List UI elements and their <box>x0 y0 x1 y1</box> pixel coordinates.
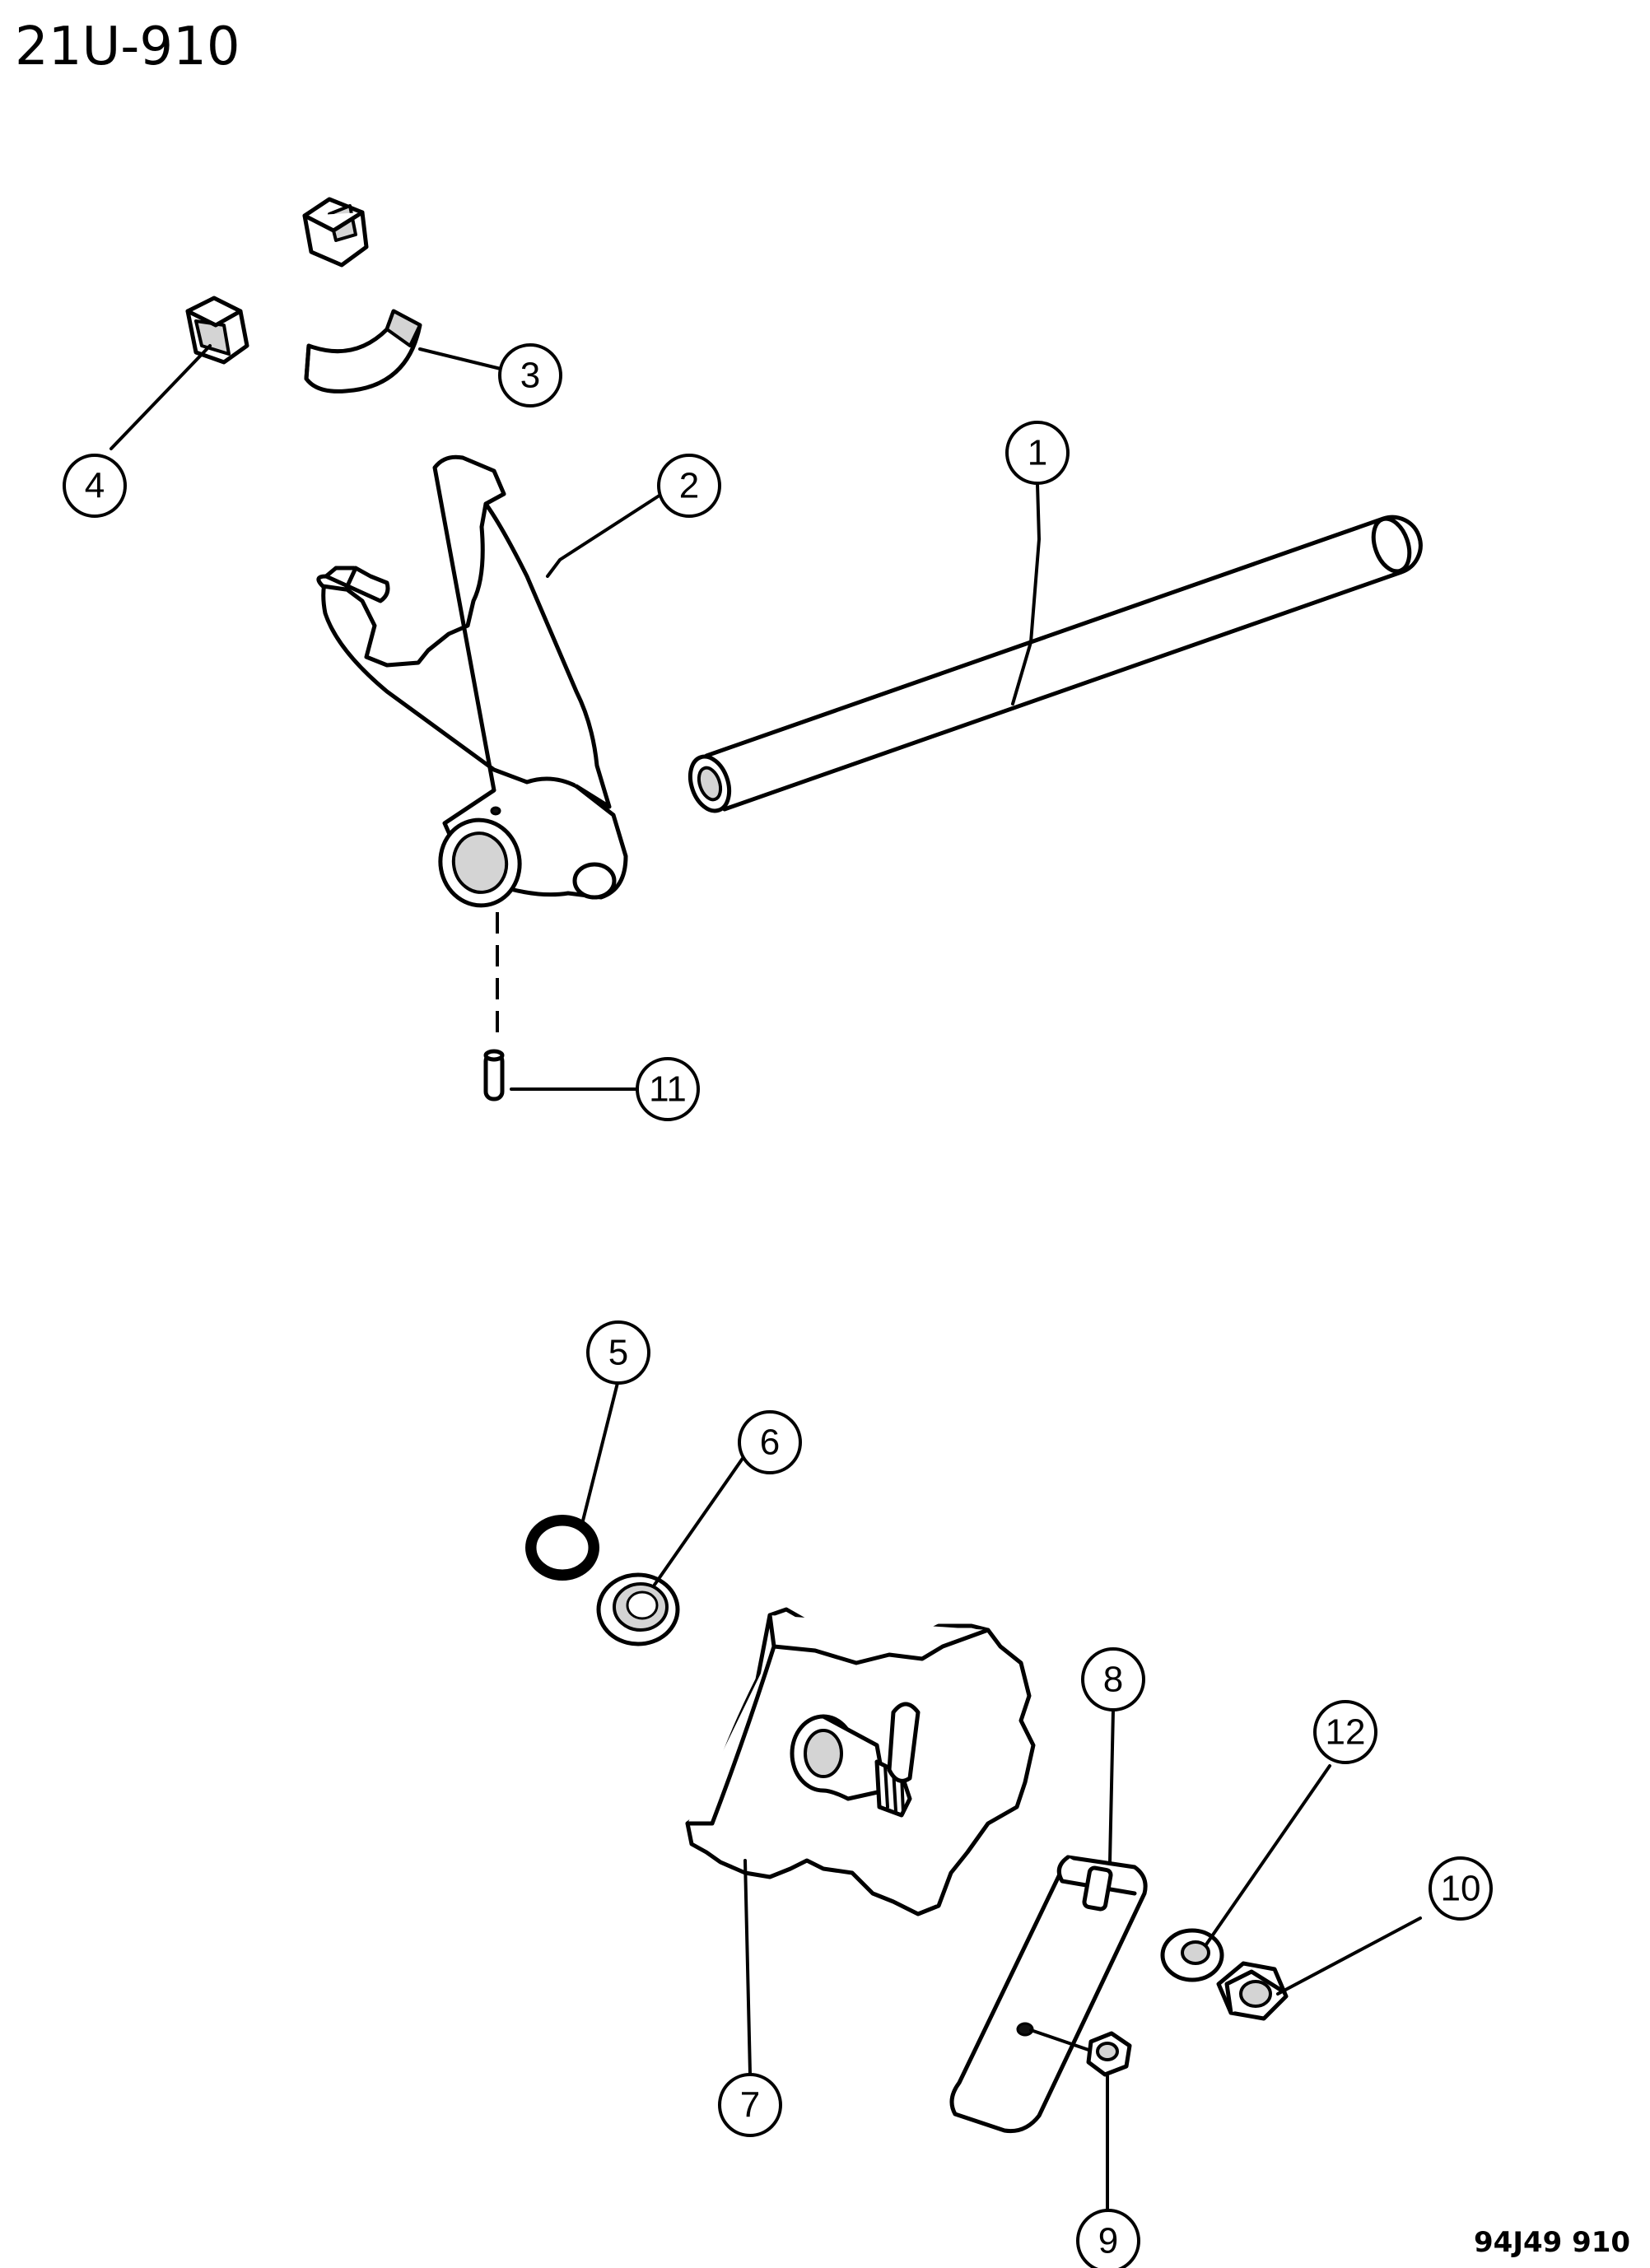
part-7-shift-lever-housing <box>685 1607 1036 1916</box>
svg-text:1: 1 <box>1028 433 1047 473</box>
svg-text:3: 3 <box>520 356 540 396</box>
svg-text:4: 4 <box>85 466 105 506</box>
svg-text:7: 7 <box>740 2085 760 2126</box>
part-4-insert <box>185 296 249 365</box>
callout-5: 5 <box>586 1320 650 1385</box>
svg-text:10: 10 <box>1441 1869 1481 1909</box>
callout-1: 1 <box>1005 421 1070 485</box>
part-3-fork-pad <box>304 309 422 394</box>
part-11-roll-pin <box>483 1049 505 1101</box>
part-9-nut <box>1029 2028 1132 2077</box>
callout-3: 3 <box>498 343 562 407</box>
part-8-shift-arm <box>949 1855 1148 2134</box>
svg-text:9: 9 <box>1098 2221 1118 2261</box>
svg-text:5: 5 <box>608 1333 628 1373</box>
svg-text:6: 6 <box>760 1423 780 1463</box>
fork-pad-upper <box>302 197 369 268</box>
part-1-shift-rail <box>688 515 1423 813</box>
callout-7: 7 <box>718 2073 782 2137</box>
svg-text:8: 8 <box>1103 1660 1123 1700</box>
part-10-lock-nut <box>1216 1961 1289 2021</box>
part-6-seal <box>596 1572 680 1646</box>
diagram-title: 21U-910 <box>15 16 240 77</box>
callout-6: 6 <box>738 1410 802 1474</box>
part-12-washer <box>1160 1928 1224 1982</box>
callout-12: 12 <box>1313 1700 1377 1764</box>
callout-9: 9 <box>1076 2209 1140 2268</box>
callout-4: 4 <box>63 454 127 518</box>
part-5-snap-ring <box>525 1515 599 1581</box>
callout-10: 10 <box>1429 1856 1493 1921</box>
svg-text:2: 2 <box>679 466 699 506</box>
svg-text:11: 11 <box>649 1069 687 1110</box>
svg-text:12: 12 <box>1326 1712 1366 1753</box>
part-2-shift-fork <box>316 454 628 908</box>
leader-lines <box>110 344 1422 2212</box>
callout-8: 8 <box>1081 1647 1145 1711</box>
diagram-reference: 94J49 910 <box>1474 2226 1630 2259</box>
callout-2: 2 <box>657 454 721 518</box>
callout-11: 11 <box>636 1057 700 1121</box>
